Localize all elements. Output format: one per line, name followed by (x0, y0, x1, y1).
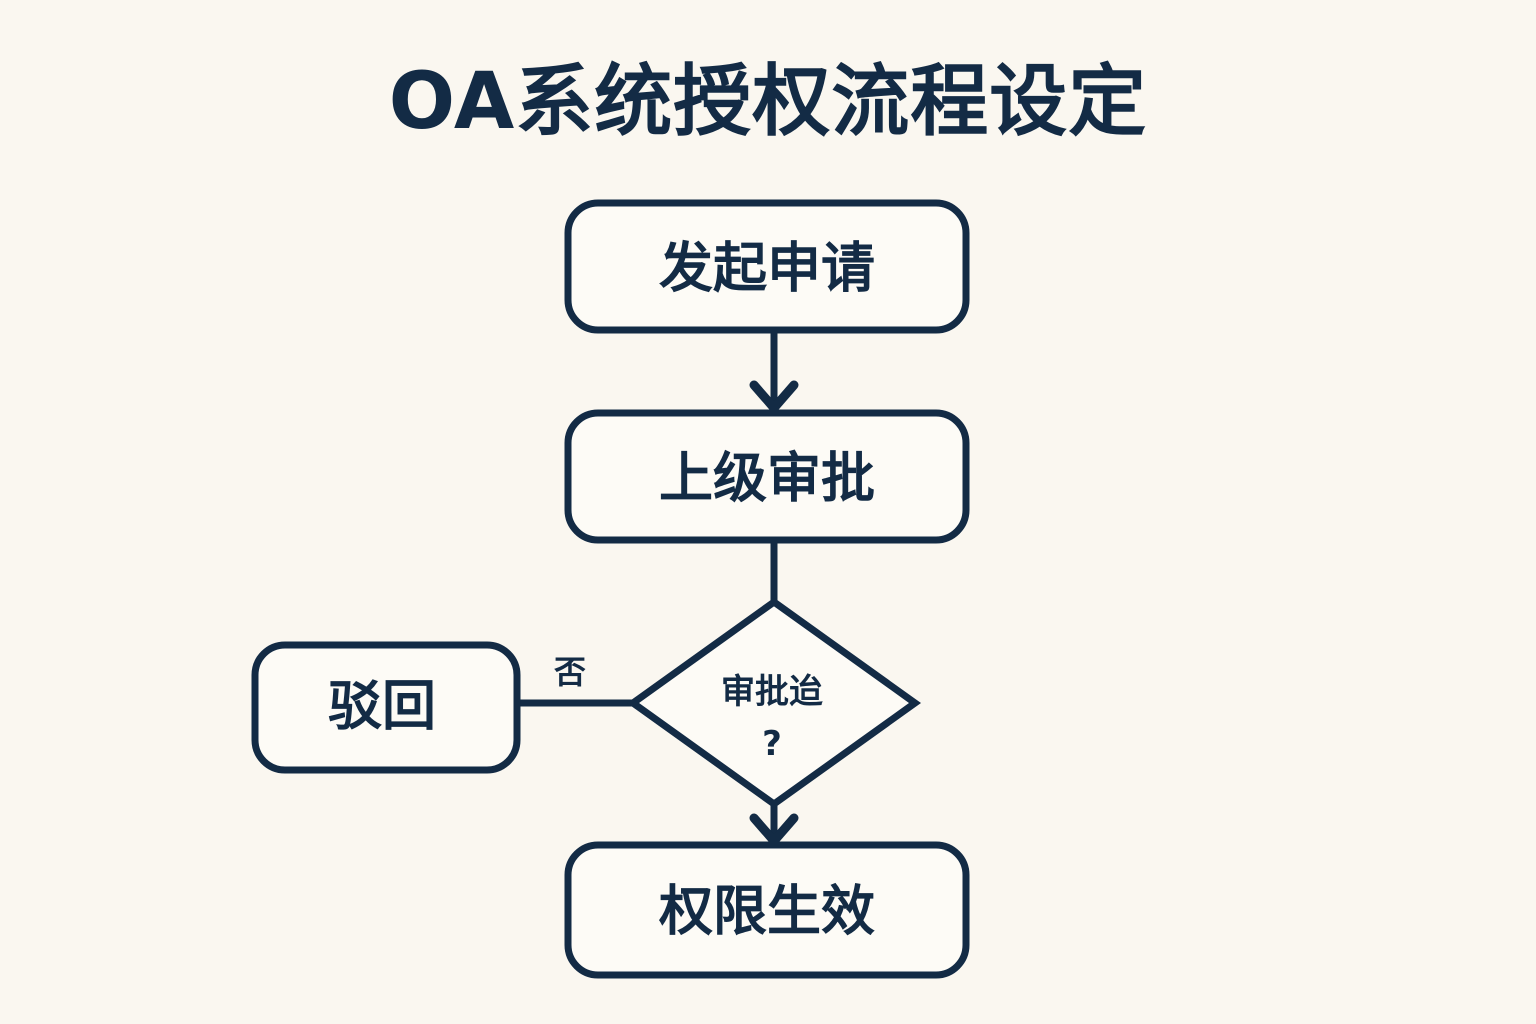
node-effective[interactable]: 权限生效 (564, 841, 970, 979)
node-approve[interactable]: 上级审批 (564, 409, 970, 544)
edge-decision-to-reject: 否 (517, 653, 634, 707)
node-start[interactable]: 发起申请 (564, 199, 970, 334)
node-start-shape[interactable] (564, 199, 970, 334)
node-start-label: 发起申请 (659, 237, 875, 300)
node-decision-shape[interactable] (626, 597, 922, 809)
node-decision-label-line1: 审批迨 (721, 672, 823, 712)
node-effective-label: 权限生效 (658, 880, 875, 943)
edge-label-no: 否 (554, 653, 586, 691)
node-reject-label: 驳回 (328, 675, 436, 738)
node-approve-shape[interactable] (564, 409, 970, 544)
node-reject[interactable]: 驳回 (251, 641, 521, 774)
arrow-head-icon (749, 813, 799, 846)
page-title: OA系统授权流程设定 (388, 57, 1148, 147)
node-effective-shape[interactable] (564, 841, 970, 979)
arrow-head-icon (749, 380, 799, 413)
node-reject-shape[interactable] (251, 641, 521, 774)
edge-decision-to-effective (749, 804, 799, 846)
node-decision-label-line2: ? (762, 724, 782, 764)
edge-start-to-approve (749, 330, 799, 413)
node-decision[interactable]: 审批迨 ? (626, 597, 922, 809)
node-approve-label: 上级审批 (659, 447, 875, 510)
